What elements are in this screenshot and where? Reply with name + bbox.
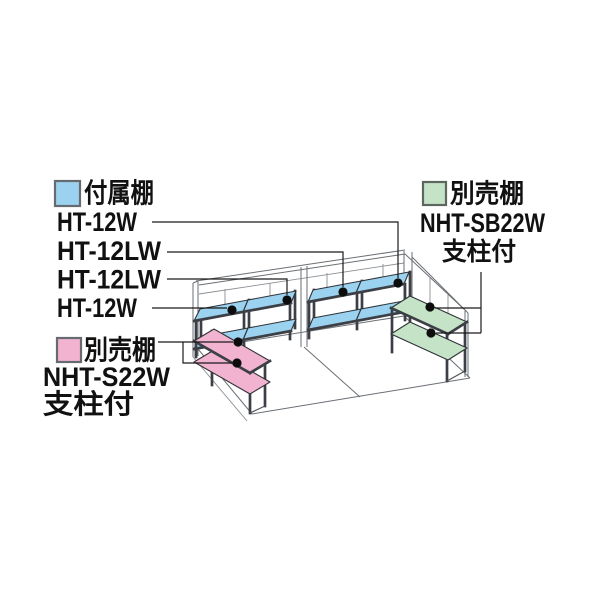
floor-front-edge [251,377,471,415]
leader-ht12w-right [152,221,399,278]
left-corner-post-cap [192,280,199,284]
leader-ht12lw-right [167,251,344,287]
leader-lines [152,221,482,364]
green-shelf-unit [389,295,469,383]
note-pillar-included-pink: 支柱付 [43,390,134,420]
dot-ht12lw-left [282,295,292,305]
lower-shelf-panel [242,318,297,341]
top-front-rail [192,301,293,323]
pink-front-rail [192,339,252,375]
shelf-dots [227,278,436,368]
dot-pink-bottom [232,358,242,368]
dot-pink-top [233,337,243,347]
legend-swatch-blue [53,179,82,208]
leader-pink-bottom [182,342,232,364]
top-shelf-panel-ht12lw [307,280,362,303]
model-label-ht12lw-1: HT-12LW [57,236,161,266]
dot-ht12lw-right [338,287,348,297]
model-label-ht12lw-2: HT-12LW [57,265,161,295]
legend-swatch-pink [55,336,83,364]
dot-green-top [425,302,435,312]
legend-attached: 付属棚 HT-12W HT-12LW HT-12LW HT-12W [53,179,161,323]
model-label-ht12w-2: HT-12W [57,293,137,323]
dot-green-bottom [426,328,436,338]
top-shelf-panel-ht12w [193,299,249,322]
back-wall-top-rail-inner [198,253,406,286]
legend-title-attached: 付属棚 [84,179,154,209]
dot-ht12w-left [227,305,237,315]
legend-title-pink: 別売棚 [84,336,156,366]
model-label-ht12w-1: HT-12W [57,207,137,237]
leg-foot-rail [249,405,266,414]
lower-front-rail [306,310,406,332]
back-wall-top-rail-outer [195,249,406,282]
model-label-nhts22w: NHT-S22W [43,362,170,392]
floor-left-edge-outer [192,356,248,422]
dot-ht12w-right [393,278,403,288]
top-front-rail [306,282,406,304]
green-end-rail [446,320,469,336]
model-label-nhtsb22w: NHT-SB22W [420,208,545,238]
note-pillar-included-green: 支柱付 [442,238,516,266]
floor-center-divider [303,346,361,398]
leader-ht12lw-left [167,278,288,295]
right-wall-top-rail-inner [411,256,469,314]
legend-title-green: 別売棚 [450,179,524,209]
green-front-rail [389,306,450,336]
leg-foot-rail [446,370,466,382]
pink-end-rail [248,359,272,375]
legend-pink: 別売棚 NHT-S22W 支柱付 [43,336,170,420]
legend-swatch-green [421,180,448,207]
pink-shelf-unit [192,328,272,415]
green-lower-shelf [390,321,468,361]
legend-green: 別売棚 NHT-SB22W 支柱付 [420,179,545,267]
